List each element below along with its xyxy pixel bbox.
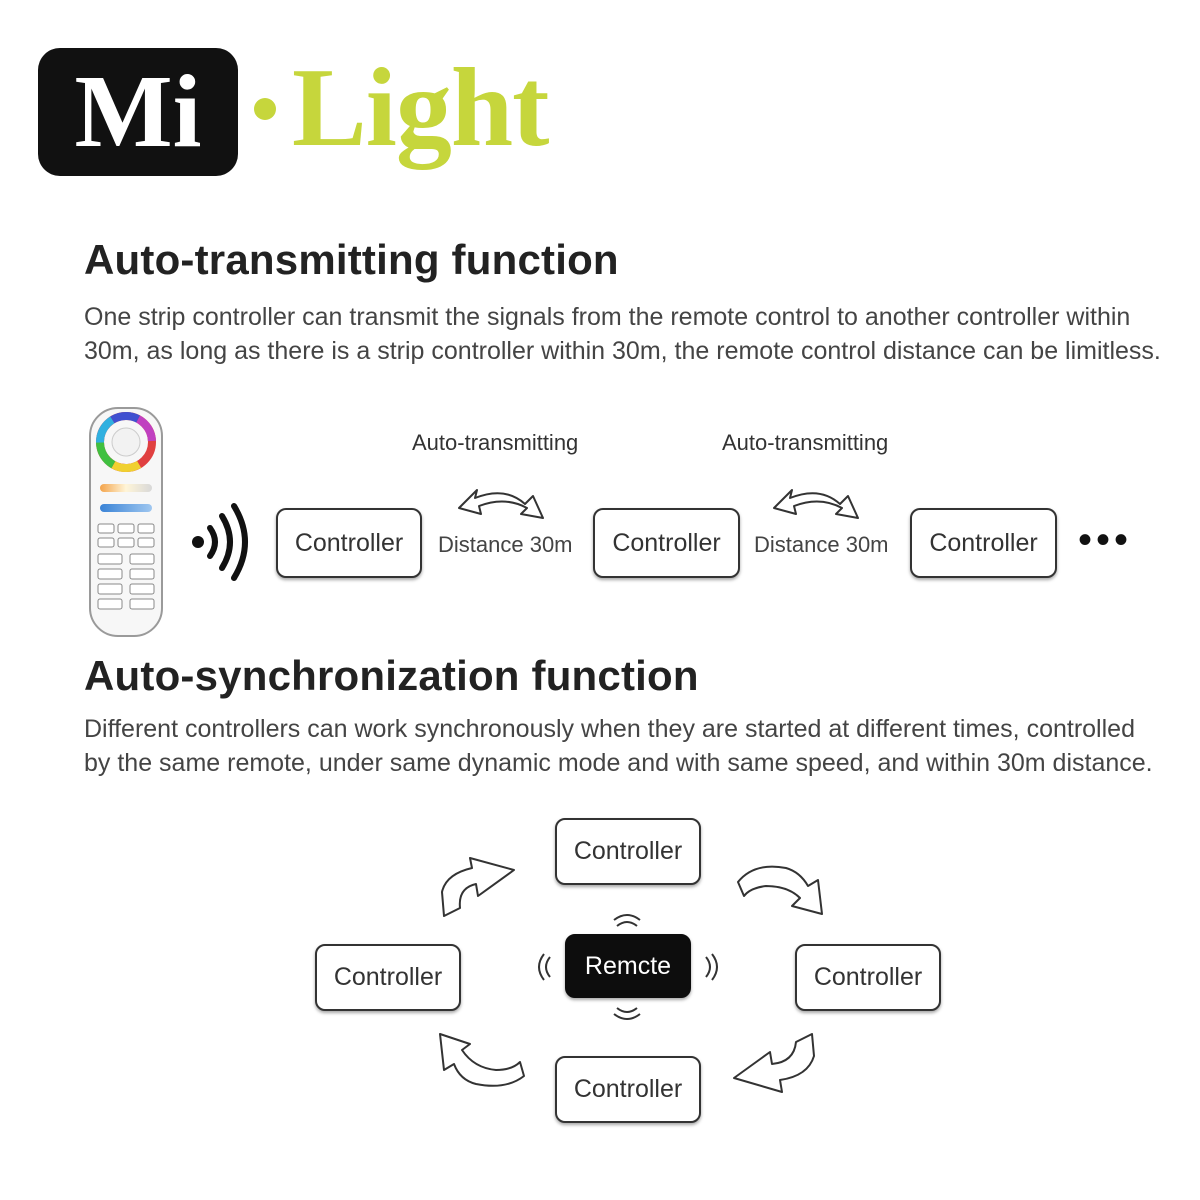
section1-description: One strip controller can transmit the si… xyxy=(84,303,1161,365)
logo-dot xyxy=(254,98,276,120)
remote-box: Remcte xyxy=(565,934,691,998)
controller-box-3: Controller xyxy=(910,508,1057,578)
distance-label-1: Distance 30m xyxy=(438,532,573,557)
section2-description: Different controllers can work synchrono… xyxy=(84,715,1153,777)
controller-box-right: Controller xyxy=(795,944,941,1011)
curved-arrow-icon xyxy=(733,1033,815,1093)
section1-title: Auto-transmitting function xyxy=(84,236,619,283)
curved-arrow-icon xyxy=(439,1033,525,1087)
auto-transmitting-label-2: Auto-transmitting xyxy=(722,430,889,455)
distance-label-2: Distance 30m xyxy=(754,532,889,557)
curved-arrow-icon xyxy=(737,865,823,915)
more-ellipsis: ••• xyxy=(1078,518,1133,562)
signal-wave-icon xyxy=(538,953,551,981)
auto-transmitting-label-1: Auto-transmitting xyxy=(412,430,579,455)
remote-control-icon xyxy=(89,407,163,637)
signal-wave-icon xyxy=(613,1007,641,1020)
signal-wave-icon xyxy=(613,914,641,927)
signal-wave-icon xyxy=(705,953,718,981)
controller-box-top: Controller xyxy=(555,818,701,885)
logo-light-text: Light xyxy=(292,46,549,170)
logo-mi-badge: Mi xyxy=(38,48,238,176)
curved-arrow-icon xyxy=(441,857,515,917)
wifi-signal-icon xyxy=(192,503,248,581)
curved-arrow-icon xyxy=(773,489,859,519)
section2-title: Auto-synchronization function xyxy=(84,652,699,699)
controller-box-left: Controller xyxy=(315,944,461,1011)
controller-box-bottom: Controller xyxy=(555,1056,701,1123)
controller-box-1: Controller xyxy=(276,508,422,578)
controller-box-2: Controller xyxy=(593,508,740,578)
curved-arrow-icon xyxy=(458,489,544,519)
